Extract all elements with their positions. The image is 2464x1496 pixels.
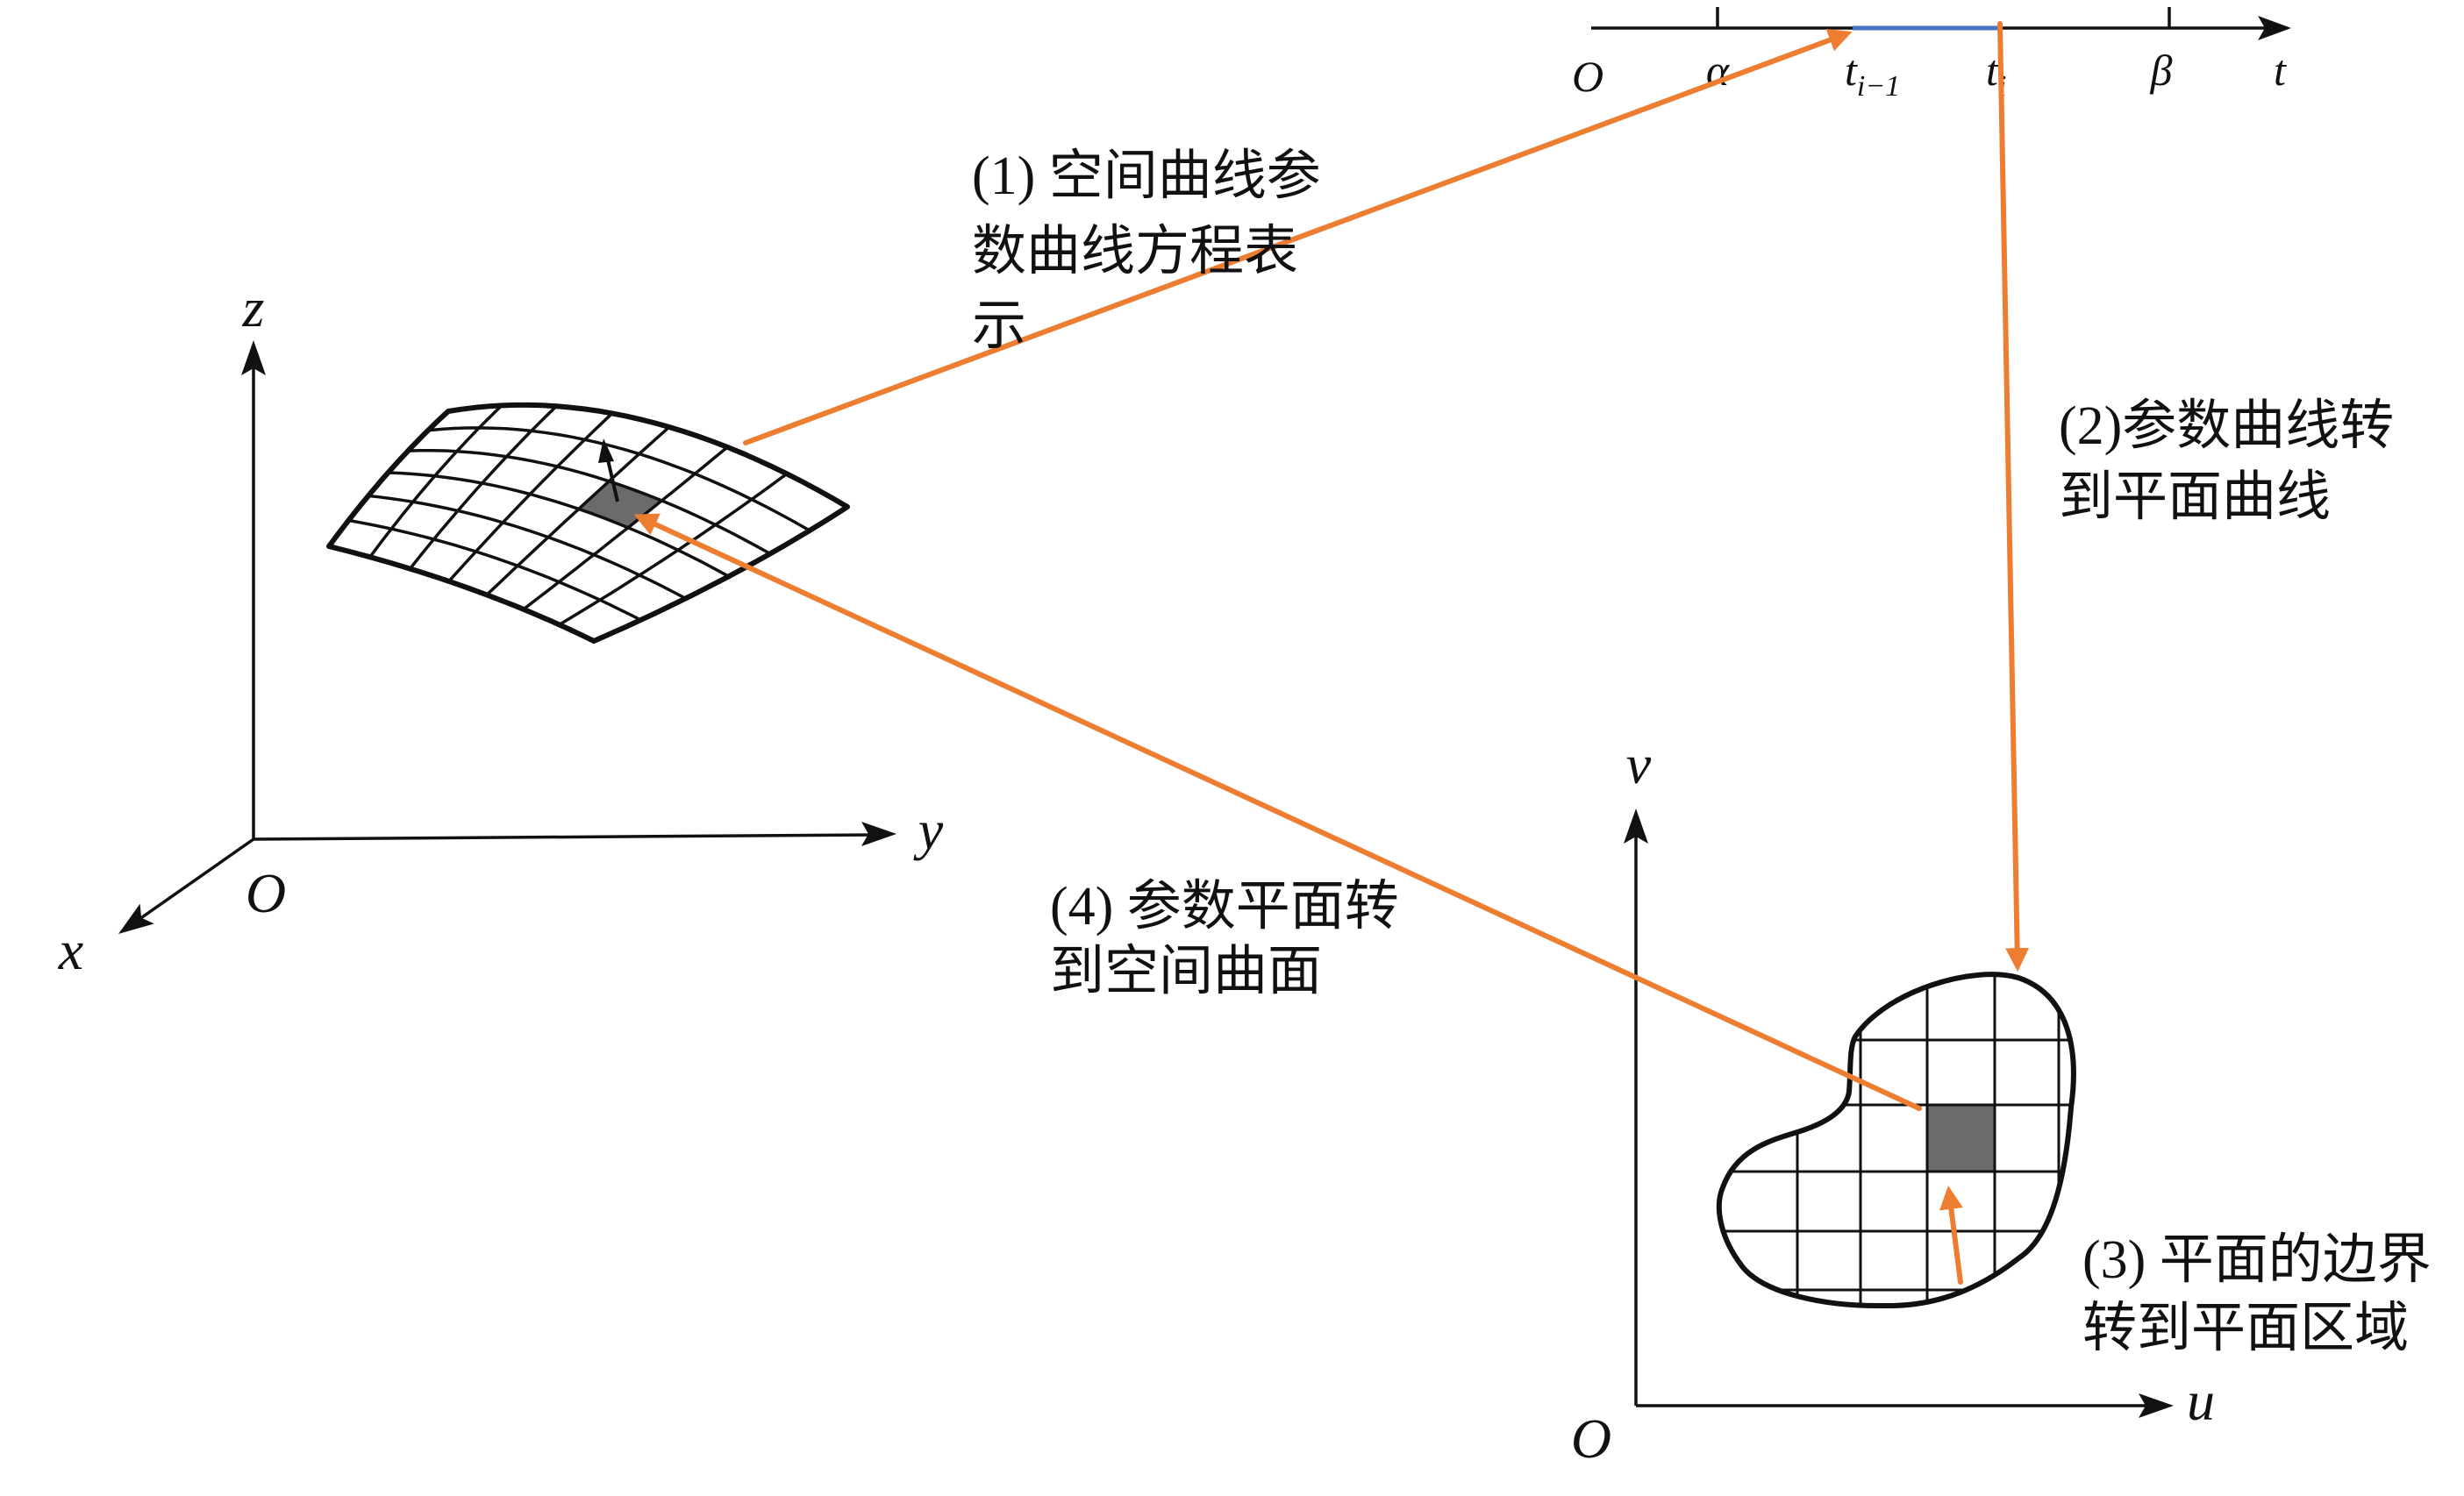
caption-line: (4) 参数平面转 [1050, 877, 1399, 937]
u-axis-arrowhead [2139, 1393, 2174, 1418]
caption-line: (1) 空间曲线参 [972, 146, 1321, 206]
tick-label-t-main: t [1986, 46, 1999, 95]
x-axis-label: x [58, 919, 83, 981]
parameter-number-line: O α ti−1 ti β t [1572, 7, 2291, 103]
number-line-axis-label: t [2274, 46, 2287, 95]
surface-grid-line [368, 494, 687, 600]
step-1-caption: (1) 空间曲线参 数曲线方程表 示 [972, 146, 1321, 356]
caption-line: (3) 平面的边界 [2082, 1230, 2432, 1290]
surface-grid-line [388, 471, 730, 578]
process-arrows [633, 21, 2030, 1285]
number-line-origin-label: O [1572, 52, 1603, 101]
space-surface-patch [326, 402, 850, 644]
plane-origin-label: O [1571, 1407, 1611, 1470]
y-axis-arrowhead [861, 822, 896, 846]
tick-label-t-main: t [1845, 46, 1858, 95]
surface-grid-line [408, 448, 771, 555]
caption-line: (2)参数曲线转 [2059, 396, 2394, 456]
caption-line: 到平面曲线 [2059, 467, 2331, 527]
arrow-step-2 [1997, 21, 2030, 972]
z-axis-label: z [242, 276, 265, 338]
x-axis-arrowhead [118, 903, 154, 934]
arrow-step-4 [633, 513, 1922, 1111]
tick-label-beta-main: β [2150, 46, 2173, 95]
caption-line: 示 [972, 296, 1026, 356]
number-line-arrowhead [2258, 16, 2291, 40]
step-3-caption: (3) 平面的边界 转到平面区域 [2082, 1230, 2432, 1358]
tick-label-t-subscript: i−1 [1857, 70, 1900, 103]
surface-grid-line [427, 426, 811, 532]
y-axis-label: y [913, 799, 944, 861]
space-origin-label: O [246, 862, 286, 924]
plane-region-fill [1718, 974, 2074, 1307]
plane-region-grid [1718, 974, 2074, 1307]
x-axis [132, 837, 255, 925]
step-4-caption: (4) 参数平面转 到空间曲面 [1050, 877, 1399, 1001]
surface-patch-outline [326, 402, 850, 644]
plane-coordinate-system: v u O [1571, 733, 2215, 1470]
caption-line: 转到平面区域 [2082, 1299, 2409, 1358]
surface-grid-line [348, 518, 642, 622]
z-axis-arrowhead [241, 340, 266, 375]
arrow-step-3 [1939, 1185, 1963, 1285]
caption-line: 数曲线方程表 [972, 222, 1298, 281]
arrow-step-1 [743, 28, 1853, 445]
caption-line: 到空间曲面 [1050, 942, 1322, 1001]
surface-normal-arrowhead [598, 438, 614, 463]
surface-normal-arrow [605, 455, 619, 502]
tick-label-beta: β [2150, 46, 2173, 95]
plane-region-outline [1716, 972, 2076, 1309]
space-coordinate-system: z y x O [58, 276, 944, 981]
step-2-caption: (2)参数曲线转 到平面曲线 [2059, 396, 2394, 527]
v-axis-arrowhead [1624, 809, 1648, 844]
v-axis-label: v [1626, 733, 1652, 795]
u-axis-label: u [2187, 1370, 2215, 1432]
tick-label-t-i-minus-1: ti−1 [1845, 46, 1900, 103]
y-axis [253, 833, 878, 841]
plane-area-element [1927, 1105, 1995, 1172]
